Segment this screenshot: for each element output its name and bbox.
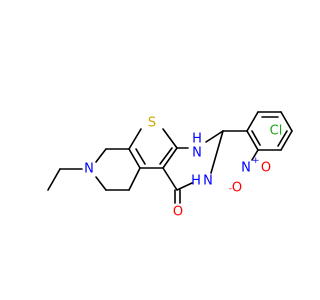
bond-ch2-ch3	[47, 168, 61, 191]
bond-c2-c3	[162, 147, 178, 169]
bond-c3a-c7a	[128, 148, 141, 169]
bond-ph6-ph1	[246, 130, 259, 151]
chlorine-atom: Cl	[270, 124, 283, 139]
canvas-background	[0, 0, 300, 300]
bond-s-c7a	[128, 128, 142, 150]
nh-bottom-hydrogen: H	[191, 174, 201, 189]
bond-c4-c3a	[128, 167, 141, 191]
nitro-plus-charge: +	[252, 156, 260, 166]
bond-c4p-c3	[162, 167, 178, 191]
bond-ph4-ph5	[280, 130, 293, 151]
molecule-structure: S N N H N H O Cl N + O O -	[0, 0, 300, 300]
bond-s-c2	[162, 128, 178, 149]
bond-ph1-ph2	[246, 111, 259, 132]
bonds	[47, 111, 293, 204]
nitro-oxygen-right: O	[261, 161, 271, 176]
nitro-oxygen-left: O	[232, 181, 242, 196]
nitro-minus-charge: -	[229, 184, 232, 194]
bond-ph6-ph1-double	[251, 130, 261, 146]
nh-top-hydrogen: H	[192, 132, 202, 147]
nh-bottom-nitrogen: N	[203, 174, 213, 189]
nitrogen-ring-atom: N	[84, 162, 94, 177]
bond-c7-n6	[95, 148, 107, 163]
atom-labels: S N N H N H O Cl N + O O -	[84, 116, 282, 220]
bond-c2p-n3	[210, 130, 224, 174]
bond-n1-c2p	[205, 130, 224, 143]
bond-n6-c5	[95, 176, 107, 191]
nitro-nitrogen: N	[241, 161, 251, 176]
carbonyl-oxygen: O	[173, 205, 183, 220]
bond-ph4-ph5-double	[277, 130, 288, 147]
sulfur-atom: S	[148, 116, 156, 131]
bond-n3-c4p	[176, 182, 193, 191]
bond-c2-c3-double	[159, 147, 173, 165]
bond-ph6-nitro	[251, 149, 259, 161]
nh-top-nitrogen: N	[192, 146, 202, 161]
bond-c3a-c7a-double	[135, 148, 146, 165]
bond-ph3-ph4	[280, 111, 293, 132]
